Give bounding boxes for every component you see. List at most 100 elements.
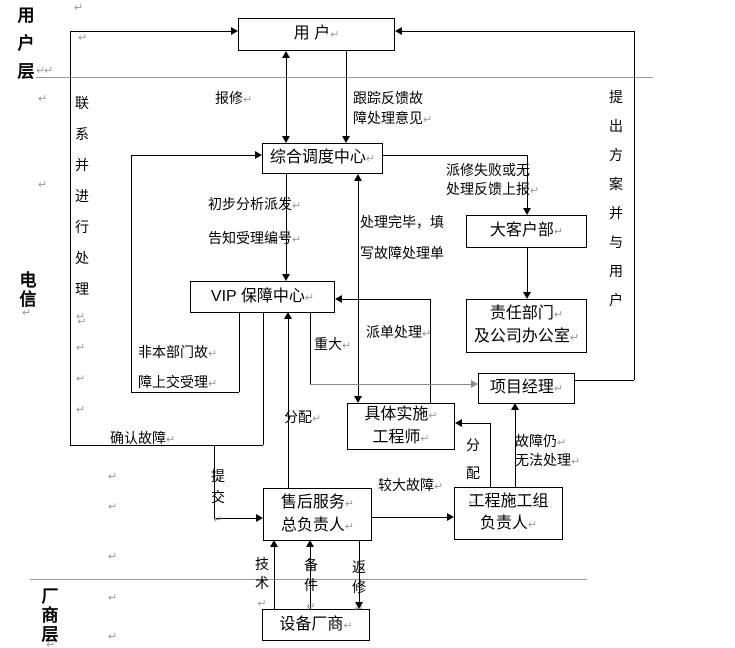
connector-left-column xyxy=(70,31,71,445)
arrowhead-into-vip-top xyxy=(282,274,290,281)
arrowhead-into-dispatch-left xyxy=(255,151,262,159)
arrowhead-into-user-right xyxy=(395,27,402,35)
box-major-customer-dept: 大客户部↵ xyxy=(466,215,587,248)
label-propose-plan: 提 出 方 案 并 与 用 户 xyxy=(609,89,623,308)
paragraph-mark: ↵ xyxy=(78,32,88,44)
connector-major-to-responsibility xyxy=(527,248,528,292)
box-vip-center: VIP 保障中心↵ xyxy=(190,281,335,313)
arrowhead-tech-up xyxy=(270,540,278,547)
paragraph-mark: ↵ xyxy=(108,592,118,604)
connector-nondept-bottom xyxy=(131,392,239,393)
label-still-unresolved-2: 无法处理↵ xyxy=(515,452,581,468)
box-responsibility-dept: 责任部门↵ 及公司办公室↵ xyxy=(466,299,587,353)
paragraph-mark: ↵ xyxy=(22,307,32,319)
box-equipment-vendor: 设备厂商↵ xyxy=(262,609,370,641)
paragraph-mark: ↵ xyxy=(46,639,56,648)
arrowhead-spare-up xyxy=(306,540,314,547)
label-initial-analysis-1: 初步分析派发↵ xyxy=(208,196,302,212)
arrowhead-into-vendor-top xyxy=(355,602,363,609)
label-larger-fault: 较大故障↵ xyxy=(378,477,444,493)
label-processing-done-2: 写故障处理单 xyxy=(360,245,444,261)
connector-major-fault-vert xyxy=(310,312,311,384)
label-assign-right: 分 配↵ xyxy=(466,437,480,509)
box-dispatch-center: 综合调度中心↵ xyxy=(262,143,383,174)
arrowhead-into-engineer-right xyxy=(455,419,462,427)
paragraph-mark: ↵ xyxy=(108,501,118,513)
connector-nondept-top xyxy=(131,155,255,156)
layer-divider-top xyxy=(36,77,653,78)
arrowhead-repair-up xyxy=(282,51,290,58)
connector-submit-vert xyxy=(214,445,215,518)
paragraph-mark: ↵ xyxy=(76,404,86,416)
connector-confirm-fault xyxy=(70,445,263,446)
label-confirm-fault: 确认故障↵ xyxy=(110,430,176,446)
connector-pm-right xyxy=(575,380,634,381)
label-return-repair: 返 修↵ xyxy=(352,559,366,615)
arrowhead-into-engineer-top xyxy=(354,396,362,403)
label-dispatch-failed-2: 处理反馈上报↵ xyxy=(446,181,540,197)
connector-dispatch-to-vip xyxy=(286,173,287,274)
connector-nondept-vert-right xyxy=(239,312,240,392)
connector-submit-horiz xyxy=(214,518,256,519)
label-still-unresolved-1: 故障仍↵ xyxy=(515,433,567,449)
connector-repair xyxy=(286,58,287,136)
arrowhead-into-dispatch-bottom xyxy=(354,174,362,181)
label-nondept-fault-2: 障上交受理↵ xyxy=(138,374,218,390)
box-implementation-engineer: 具体实施↵ 工程师↵ xyxy=(347,403,455,450)
paragraph-mark: ↵ xyxy=(108,551,118,563)
box-user: 用 户↵ xyxy=(238,18,395,51)
label-assign-left: 分配↵ xyxy=(284,409,322,425)
label-processing-done-1: 处理完毕，填 xyxy=(360,214,444,230)
layer-label-user: 用 户 层 xyxy=(17,6,35,81)
arrowhead-into-vip-bottom xyxy=(284,312,292,319)
paragraph-mark: ↵ xyxy=(108,631,118,643)
paragraph-mark: ↵ xyxy=(38,93,48,105)
connector-major-fault-horiz xyxy=(310,384,471,385)
label-dispatch-failed-1: 派修失败或无 xyxy=(446,162,530,178)
arrowhead-into-pm-left xyxy=(471,380,478,388)
arrowhead-into-user-left xyxy=(231,27,238,35)
arrowhead-into-major-customer xyxy=(523,208,531,215)
arrowhead-track-down xyxy=(342,136,350,143)
label-submit: 提 交↵ xyxy=(211,468,225,526)
arrowhead-into-vip-right xyxy=(335,295,342,303)
connector-to-major-customer xyxy=(527,155,528,208)
connector-assign-right-vert xyxy=(490,423,491,487)
connector-order-horiz xyxy=(342,299,430,300)
connector-assign-right-horiz xyxy=(462,423,490,424)
connector-done-double xyxy=(358,181,359,396)
box-project-manager: 项目经理↵ xyxy=(478,373,575,404)
label-major: 重大↵ xyxy=(314,336,352,352)
arrowhead-into-responsibility xyxy=(523,292,531,299)
connector-into-user-right xyxy=(402,31,634,32)
connector-track-feedback xyxy=(346,50,347,136)
paragraph-mark: ↵ xyxy=(44,65,54,77)
paragraph-mark: ↵ xyxy=(76,373,86,385)
label-spare-parts: 备 件↵ xyxy=(304,557,318,613)
connector-larger-fault xyxy=(372,517,447,518)
arrowhead-repair-down xyxy=(282,136,290,143)
paragraph-mark: ↵ xyxy=(76,342,86,354)
connector-order-vert xyxy=(430,299,431,403)
label-contact-handle: 联 系 并 进 行 处 理↵ xyxy=(75,95,89,328)
connector-nondept-vert-left xyxy=(131,155,132,392)
paragraph-mark: ↵ xyxy=(74,2,84,14)
connector-assign-left xyxy=(288,319,289,488)
label-tech: 技 术↵ xyxy=(255,556,269,610)
paragraph-mark: ↵ xyxy=(36,65,46,77)
box-aftersales-leader: 售后服务↵ 总负责人↵ xyxy=(263,488,372,541)
box-construction-team-leader: 工程施工组 负责人↵ xyxy=(454,487,563,540)
arrowhead-into-construction-left xyxy=(447,513,454,521)
arrowhead-into-pm-bottom xyxy=(511,403,519,410)
connector-still-unresolved xyxy=(515,410,516,487)
connector-spare xyxy=(310,547,311,609)
paragraph-mark: ↵ xyxy=(38,179,48,191)
connector-right-column xyxy=(634,31,635,380)
connector-vip-down-left xyxy=(263,312,264,445)
arrowhead-into-aftersales-left xyxy=(256,514,263,522)
label-track-feedback-1: 跟踪反馈故 xyxy=(353,90,423,106)
layer-label-vendor: 厂 商 层 xyxy=(41,587,59,644)
connector-dispatch-right xyxy=(383,155,527,156)
label-initial-analysis-2: 告知受理编号↵ xyxy=(208,230,302,246)
layer-label-telecom: 电 信 xyxy=(19,271,37,309)
